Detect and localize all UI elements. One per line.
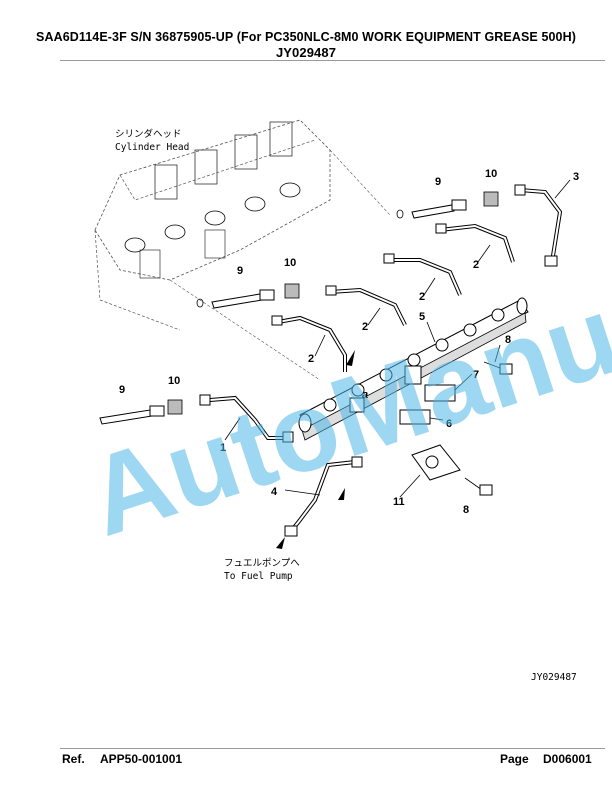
section-mark: a [362, 389, 368, 401]
callout-10: 10 [284, 257, 296, 269]
common-rail [298, 297, 529, 441]
figure-id: JY029487 [531, 672, 577, 683]
injection-tubes [271, 223, 515, 372]
ref-value: APP50-001001 [100, 752, 183, 766]
callout-2: 2 [473, 259, 479, 271]
callout-2: 2 [419, 291, 425, 303]
footer-divider [60, 748, 605, 749]
callout-9: 9 [119, 384, 125, 396]
callout-2: 2 [308, 353, 314, 365]
injector-connectors [99, 191, 499, 425]
page-label: Page [500, 752, 529, 766]
callout-7: 7 [473, 369, 479, 381]
cylinder-head-label-jp: シリンダヘッド [115, 128, 182, 140]
callout-2: 2 [362, 321, 368, 333]
flow-arrow-icon [338, 488, 345, 500]
fuel-pump-arrow-icon [276, 537, 285, 549]
fuel-pump-label-jp: フュエルポンプへ [224, 558, 300, 569]
callout-9: 9 [435, 176, 441, 188]
callout-9: 9 [237, 265, 243, 277]
cylinder-head-label-en: Cylinder Head [115, 142, 189, 153]
document-code: JY029487 [275, 45, 337, 60]
callout-8: 8 [463, 504, 469, 516]
flow-arrow-icon [346, 350, 355, 366]
cylinder-head-drawing [94, 119, 391, 381]
callout-6: 6 [446, 418, 452, 430]
page-value: D006001 [543, 752, 592, 766]
page-title: SAA6D114E-3F S/N 36875905-UP (For PC350N… [36, 30, 576, 44]
fuel-pump-label-en: To Fuel Pump [224, 571, 293, 582]
callout-8: 8 [505, 334, 511, 346]
ref-label: Ref. [62, 752, 85, 766]
callout-1: 1 [220, 442, 226, 454]
leader-lines [224, 179, 571, 498]
callout-10: 10 [168, 375, 180, 387]
header-divider [60, 60, 605, 61]
callout-5: 5 [419, 311, 425, 323]
callout-4: 4 [271, 486, 278, 498]
callout-11: 11 [393, 496, 405, 508]
callout-10: 10 [485, 168, 497, 180]
callout-3: 3 [573, 171, 579, 183]
